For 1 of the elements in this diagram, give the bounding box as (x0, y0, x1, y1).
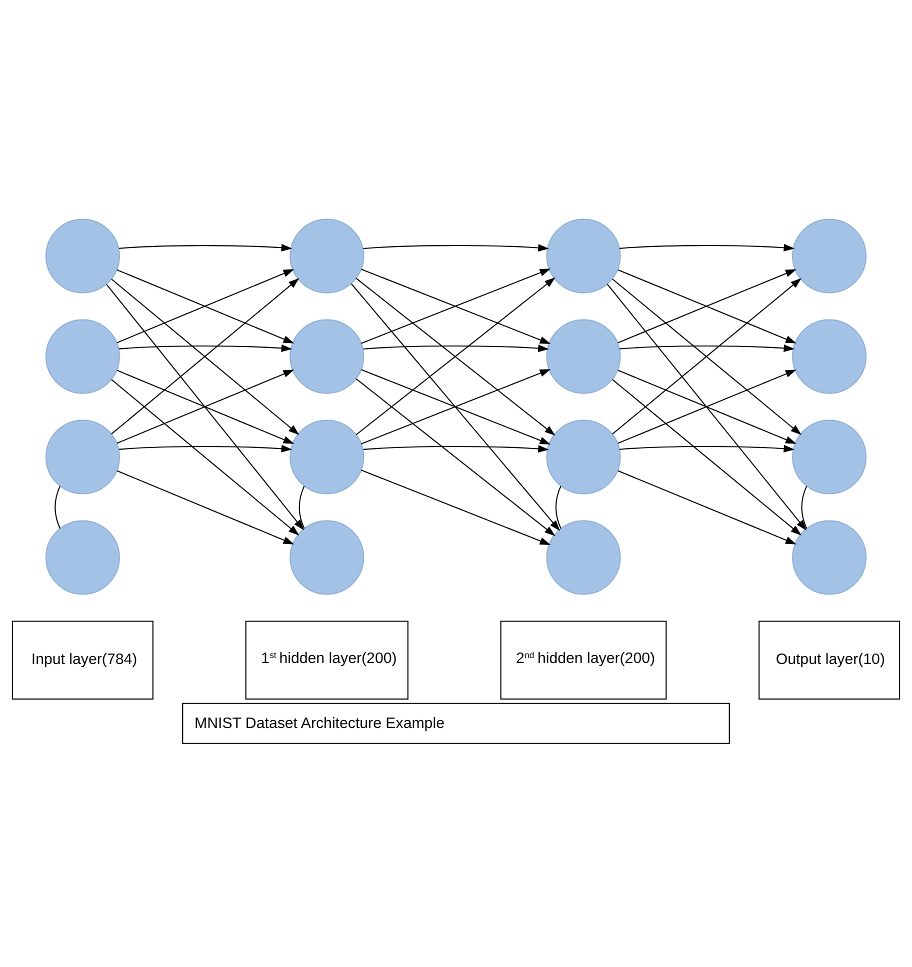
caption: MNIST Dataset Architecture Example (194, 714, 444, 732)
